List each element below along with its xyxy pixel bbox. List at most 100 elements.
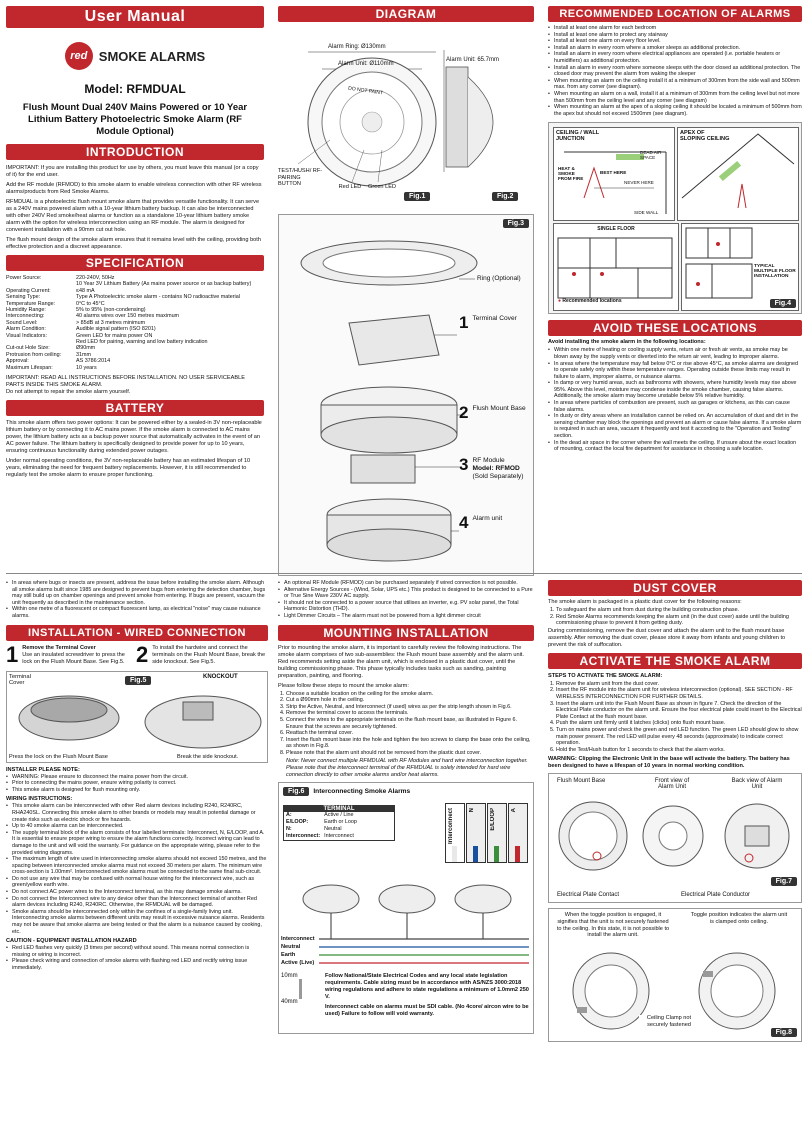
dust-item: Red Smoke Alarms recommends keeping the …	[556, 614, 802, 627]
spec-row: Protrusion from ceiling:31mm	[6, 352, 264, 358]
part-text: Alarm unit	[472, 515, 532, 523]
part-number: 3	[459, 455, 469, 474]
intro-p4: The flush mount design of the smoke alar…	[6, 237, 261, 250]
avoid-bugs: In areas where bugs or insects are prese…	[6, 580, 268, 606]
wiring-drawing	[302, 884, 529, 964]
recommended-item: When mounting an alarm on the ceiling in…	[548, 78, 802, 91]
plate-conductor-label: Electrical Plate Conductor	[681, 892, 751, 899]
page-divider	[6, 573, 802, 574]
mounting-step: Insert the flush mount base into the hol…	[286, 737, 534, 750]
fig2-label: Fig.2	[492, 192, 519, 201]
step-1-text: Use an insulated screwdriver to press th…	[22, 651, 125, 665]
intro-heading: INTRODUCTION	[6, 144, 264, 160]
avoid-item: Within one metre of heating or cooling s…	[548, 347, 802, 360]
intro-p3: RFMDUAL is a photoelectric flush mount s…	[6, 199, 260, 233]
spec-value: 220-240V, 50Hz	[76, 275, 115, 281]
part-label: Flush Mount Base	[472, 405, 526, 412]
caution-list: Red LED flashes very quickly (3 times pe…	[6, 945, 268, 971]
part-sold-note: (Sold Separately)	[472, 473, 524, 480]
never-here-label: NEVER HERE	[624, 180, 654, 186]
diagram-heading: DIAGRAM	[278, 6, 534, 22]
step-2-number: 2	[136, 641, 149, 667]
terminal-column: N	[466, 802, 486, 863]
step-1-number: 1	[6, 641, 19, 667]
power-note: It should not be connected to a power so…	[278, 600, 534, 613]
activate-steps: Remove the alarm unit from the dust cove…	[548, 681, 802, 754]
fig3-label: Fig.3	[502, 219, 529, 228]
spec-key: Cut-out Hole Size:	[6, 345, 50, 352]
spec-value: Audible signal pattern (ISO 8201)	[76, 326, 156, 333]
wire-label: Interconnect	[281, 935, 315, 942]
installer-note: WARNING: Please ensure to disconnect the…	[6, 774, 268, 781]
dust-p2: During commissioning, remove the dust co…	[548, 627, 786, 648]
ceiling-wall-sketch	[564, 151, 667, 215]
strip-length-40: 40mm	[281, 998, 298, 1005]
terminal-column-label: Interconnect	[448, 807, 454, 844]
part-text: Flush Mount Base	[472, 405, 532, 413]
fig6-header: Fig.6 Interconnecting Smoke Alarms	[283, 786, 410, 796]
power-notes-list: An optional RF Module (RFMOD) can be pur…	[278, 580, 534, 620]
mounting-step: Choose a suitable location on the ceilin…	[286, 691, 534, 698]
mounting-note-1: Note: Never connect multiple RFMDUAL wit…	[286, 757, 528, 764]
installer-note: Prior to connecting the mains power, ens…	[6, 780, 268, 787]
spec-value: 40 alarms wires over 150 metres maximum	[76, 313, 180, 320]
caution-item: Please check wiring and connection of sm…	[6, 958, 268, 971]
part-number: 2	[459, 403, 469, 422]
installer-notes: WARNING: Please ensure to disconnect the…	[6, 774, 268, 794]
power-note: Light Dimmer Circuits – The alarm must n…	[278, 613, 534, 620]
terminal-key: Interconnect:	[286, 832, 321, 839]
back-view-label: Back view of Alarm Unit	[731, 778, 783, 791]
ceiling-wall-panel: CEILING / WALL JUNCTION HEAT & SMOKE FRO…	[553, 127, 675, 222]
avoid-continued-list: In areas where bugs or insects are prese…	[6, 580, 268, 620]
fig5-caption-2: Break the side knockout.	[177, 753, 239, 760]
spec-value: Green LED for mains power ON	[76, 332, 153, 339]
exploded-drawing	[300, 240, 478, 562]
recommended-item: Install an alarm in every room where a s…	[548, 45, 802, 52]
spec-value: 31mm	[76, 351, 91, 358]
spec-value: Red LED for pairing, warning and low bat…	[76, 339, 208, 346]
avoid-fluorescent: Within one metre of a fluorescent or com…	[6, 606, 268, 619]
installer-note: This smoke alarm is designed for flush m…	[6, 787, 268, 794]
spec-key: Sensing Type:	[6, 294, 41, 301]
part-model: Model: RFMOD	[472, 465, 520, 472]
activate-step: Turn on mains power and check the green …	[556, 727, 802, 747]
fig8-label: Fig.8	[770, 1028, 797, 1038]
wiring-item: The supply terminal block of the alarm c…	[6, 830, 268, 856]
fig6-label: Fig.6	[283, 786, 310, 796]
spec-important-2: Do not attempt to repair the smoke alarm…	[6, 389, 131, 396]
dust-list: To safeguard the alarm unit from dust du…	[548, 607, 802, 627]
terminal-legend-title: TERMINAL	[284, 805, 394, 812]
fig6-interconnect: Fig.6 Interconnecting Smoke Alarms TERMI…	[278, 781, 534, 1034]
spec-key: Temperature Range:	[6, 300, 56, 307]
spec-value: AS 3786:2014	[76, 358, 111, 365]
spec-value: Type A Photoelectric smoke alarm - conta…	[76, 294, 240, 301]
spec-row: Cut-out Hole Size:Ø90mm	[6, 345, 264, 351]
fig4-label: Fig.4	[769, 299, 796, 309]
plate-contact-label: Electrical Plate Contact	[557, 892, 620, 899]
fig4-locations: CEILING / WALL JUNCTION HEAT & SMOKE FRO…	[548, 122, 802, 315]
activate-warning: WARNING: Clipping the Electronic Unit in…	[548, 756, 790, 770]
spec-key: Visual Indicators:	[6, 332, 47, 339]
installer-note-title: INSTALLER PLEASE NOTE:	[6, 766, 80, 773]
spec-row: Alarm Condition:Audible signal pattern (…	[6, 326, 264, 332]
spec-row: Power Source:220-240V, 50Hz	[6, 275, 264, 281]
terminal-value: Earth or Loop	[324, 818, 357, 825]
wired-step-1: 1 Remove the Terminal Cover Use an insul…	[6, 641, 136, 669]
wiring-item: Do not connect AC power wires to the Int…	[6, 889, 268, 896]
spec-key: Sound Level:	[6, 319, 38, 326]
wired-steps: 1 Remove the Terminal Cover Use an insul…	[6, 641, 268, 669]
wire-label: Earth	[281, 951, 296, 958]
part-text: Terminal Cover	[472, 315, 532, 323]
spec-value: > 85dB at 3 metres minimum	[76, 319, 146, 326]
interconnect-cable-text: Interconnect cable on alarms must be SDI…	[325, 1003, 529, 1017]
activate-step: Hold the Test/Hush button for 1 seconds …	[556, 747, 802, 754]
clamp-note: Ceiling Clamp not securely fastened	[639, 1015, 699, 1029]
fig8-toggle: When the toggle position is engaged, it …	[548, 908, 802, 1043]
toggle-clamped-text: Toggle position indicates the alarm unit…	[690, 912, 788, 925]
terminal-row: Interconnect:Interconnect	[284, 833, 359, 840]
mounting-step: Please note that the alarm unit should n…	[286, 750, 534, 757]
unit-depth-label: Alarm Unit: 65.7mm	[446, 57, 500, 63]
